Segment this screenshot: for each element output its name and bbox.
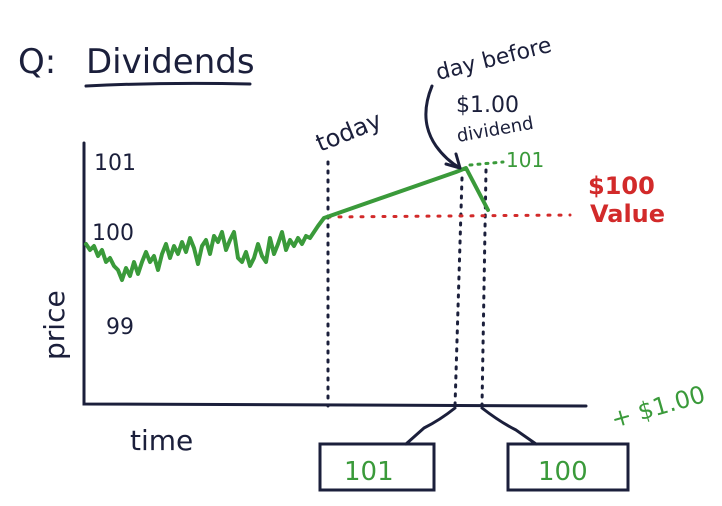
today-label: today [312,106,386,158]
price-box-before [318,442,436,492]
price-line [84,166,490,282]
ex-dividend-dotted-line [480,168,488,408]
value-100-dotted-line [326,213,572,219]
title-prefix: Q: [18,42,56,82]
tick-label-100: 100 [92,221,134,246]
day-before-arrow [424,84,462,170]
peak-value-label: 101 [506,148,544,172]
box-connector-right [480,406,538,446]
dividend-amount-label: $1.00 [456,93,519,118]
title-text: Dividends [86,42,255,82]
title-underline [84,81,252,88]
value-amount-label: $100 [588,172,655,200]
peak-pointer [468,160,505,167]
tick-label-99: 99 [106,315,134,340]
price-box-before-label: 101 [344,457,394,487]
arrow-head-icon [444,152,462,170]
box-connector-left [404,406,457,446]
y-axis-label: price [38,290,71,360]
day-before-dotted-line [453,176,464,408]
value-text-label: Value [590,200,665,228]
tick-label-101: 101 [94,151,136,176]
plus-dividend-label: + $1.00 [608,380,708,434]
chart-axes [82,141,588,408]
price-box-after-label: 100 [538,457,588,487]
x-axis-label: time [130,424,193,457]
day-before-label: day before [433,33,554,86]
price-box-after [506,442,630,492]
